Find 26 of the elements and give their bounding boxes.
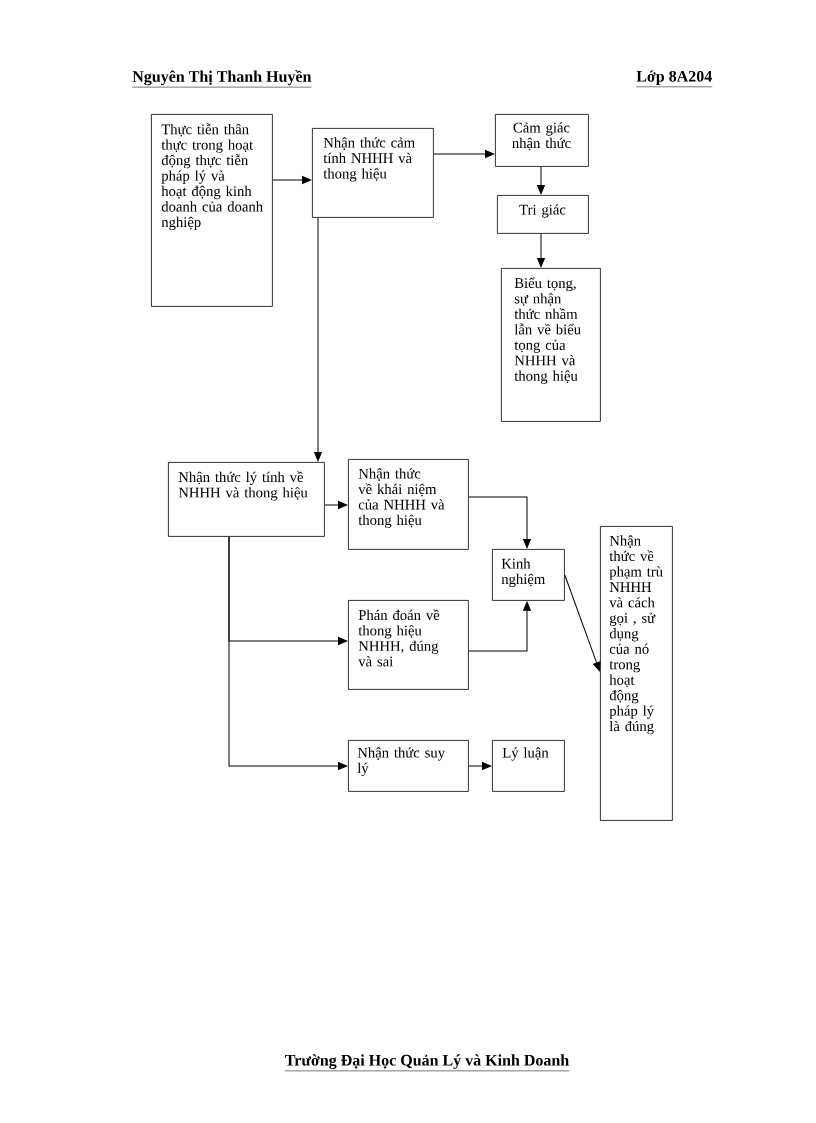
process-box: Thực tiễn thân thực trong hoạt động thực tiễn pháp lý và hoạt động kinh doanh của doanh nghiệp	[151, 114, 273, 307]
footer-text: Trường Đại Học Quản Lý và Kinh Doanh	[284, 1054, 570, 1072]
arrow	[468, 762, 492, 770]
process-box: Biểu tọng, sự nhận thức nhầm lẫn về biểu tọng của NHHH và thong hiệu	[501, 268, 601, 422]
process-box: Phán đoán về thong hiệu NHHH, đúng và sai	[348, 600, 469, 690]
arrow	[537, 233, 545, 268]
header-text: Lớp 8A204	[636, 70, 713, 88]
arrow	[537, 166, 545, 195]
arrow	[228, 536, 348, 770]
process-box: Tri giác	[497, 195, 589, 234]
arrow	[314, 217, 322, 462]
process-box: Lý luận	[492, 740, 565, 792]
process-box: Nhận thức cảm tính NHHH và thong hiệu	[312, 128, 434, 218]
process-box: Nhận thức lý tính về NHHH và thong hiệu	[168, 462, 325, 537]
arrow	[433, 150, 495, 158]
arrow	[468, 601, 531, 652]
header-text: Nguyên Thị Thanh Huyền	[132, 70, 312, 88]
arrow	[272, 176, 312, 184]
process-box: Cảm giác nhận thức	[495, 114, 589, 167]
process-box: Nhận thức về khái niệm của NHHH và thong hiệu	[348, 459, 469, 550]
arrow	[324, 501, 348, 509]
process-box: Nhận thức suy lý	[348, 740, 469, 792]
process-box: Nhận thức về phạm trù NHHH và cách gọi , sử dụng của nó trong hoạt động pháp lý là đúng	[600, 526, 673, 821]
process-box: Kinh nghiệm	[492, 549, 565, 601]
arrow	[564, 574, 601, 672]
arrow	[468, 496, 531, 549]
